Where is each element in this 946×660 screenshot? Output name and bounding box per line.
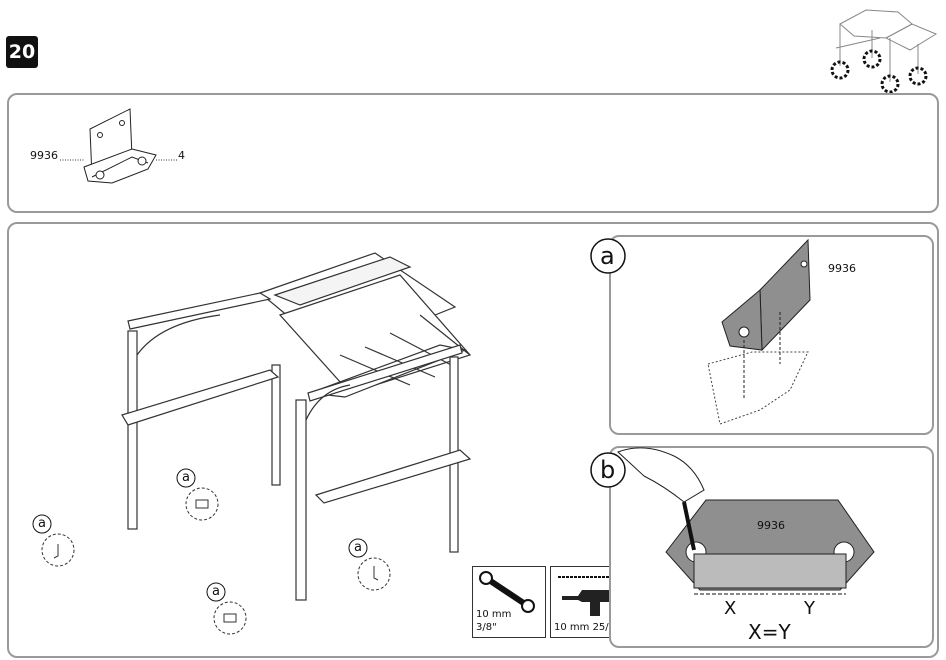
y-label: Y [804, 598, 815, 619]
step-number-badge: 20 [6, 36, 38, 68]
x-label: X [724, 598, 737, 619]
gazebo-structure-diagram [121, 252, 472, 601]
bracket-detail-a [707, 238, 811, 425]
part-quantity-label: 4 [178, 149, 185, 162]
drill-icon [562, 590, 616, 616]
detail-a-part-number: 9936 [828, 262, 856, 275]
step-number: 20 [8, 41, 36, 63]
detail-a-letter: a [600, 242, 615, 270]
parts-panel [7, 93, 939, 213]
detail-b-letter: b [600, 456, 616, 484]
wrench-size-mm: 10 mm [476, 609, 512, 620]
callout-letter: a [354, 540, 362, 555]
part-number-label: 9936 [30, 149, 58, 162]
callout-a-1 [32, 514, 75, 567]
hand-drill-illustration [617, 447, 705, 551]
detail-b-part-number: 9936 [757, 519, 785, 532]
wrench-icon [479, 571, 535, 613]
callout-letter: a [212, 584, 220, 599]
equation-label: X=Y [748, 620, 791, 644]
bracket-detail-b [665, 499, 875, 595]
drill-size: 10 mm 25/64" [554, 622, 626, 633]
callout-a-4 [206, 582, 247, 635]
drill-bit-icon [558, 576, 612, 578]
detail-a-badge [590, 238, 626, 274]
detail-b-badge [590, 452, 626, 488]
locator-thumbnail [830, 9, 938, 94]
callout-letter: a [38, 516, 46, 531]
callout-a-3 [348, 538, 391, 591]
callout-a-2 [176, 468, 219, 521]
wrench-size-in: 3/8" [476, 622, 497, 633]
bracket-part-icon [60, 108, 178, 184]
callout-letter: a [182, 470, 190, 485]
